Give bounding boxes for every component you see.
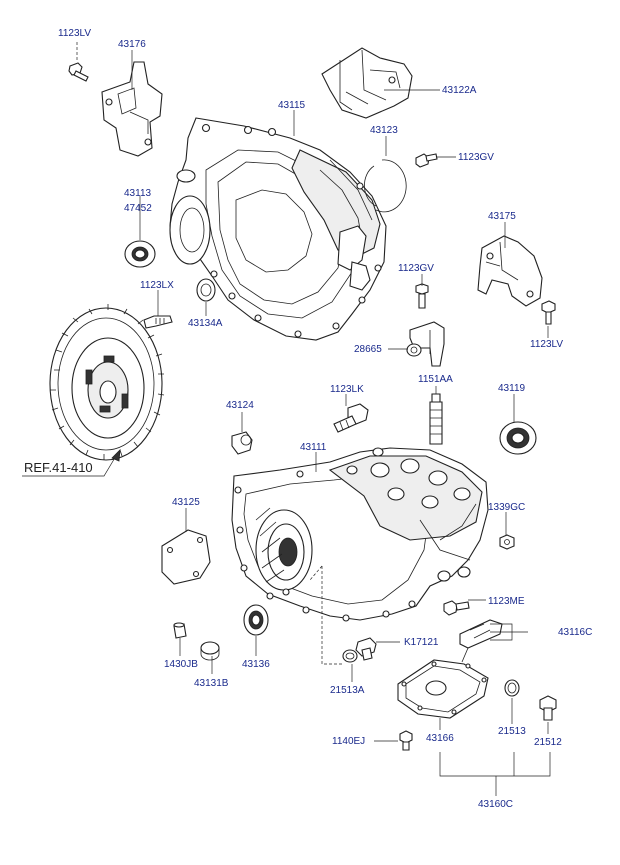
label-28665: 28665 [354, 344, 382, 355]
label-k17121: K17121 [404, 637, 439, 648]
label-1140ej: 1140EJ [332, 736, 365, 747]
sensor-43116c [459, 619, 503, 663]
label-47452: 47452 [124, 203, 152, 214]
oil-seal-43136 [243, 604, 269, 636]
bracket-28665 [406, 321, 445, 367]
label-43125: 43125 [172, 497, 200, 508]
bracket-43122a [321, 47, 413, 119]
label-43115: 43115 [278, 100, 306, 111]
label-43131b: 43131B [194, 678, 229, 689]
label-1123me: 1123ME [488, 596, 525, 607]
label-21512: 21512 [534, 737, 562, 748]
bolt-1123lv-right [541, 300, 556, 325]
gasket-21513 [504, 679, 520, 697]
pin-1430jb [173, 622, 187, 639]
bolt-1123gv-mid [415, 283, 429, 309]
drain-plug-21512 [539, 695, 557, 721]
clutch-disc [49, 304, 165, 461]
label-43166: 43166 [426, 733, 454, 744]
label-1339gc: 1339GC [488, 502, 525, 513]
retaining-ring-43123 [364, 159, 407, 213]
plug-43131b [200, 641, 220, 661]
label-43123: 43123 [370, 125, 398, 136]
oil-seal-47452 [124, 240, 156, 268]
label-1151aa: 1151AA [418, 374, 453, 385]
label-43119: 43119 [498, 383, 526, 394]
label-1123lx: 1123LX [140, 280, 174, 291]
label-1430jb: 1430JB [164, 659, 198, 670]
label-43124: 43124 [226, 400, 254, 411]
cover-plate-43125 [161, 529, 211, 585]
label-1123lk: 1123LK [330, 384, 364, 395]
reference-arrow [22, 448, 121, 477]
label-43176: 43176 [118, 39, 146, 50]
bolt-1123lk [333, 403, 369, 433]
oil-pan-43166 [397, 659, 489, 719]
bushing-43124 [231, 431, 253, 455]
label-43175: 43175 [488, 211, 516, 222]
label-43122a: 43122A [442, 85, 477, 96]
label-43160c: 43160C [478, 799, 513, 810]
oil-seal-43119 [499, 421, 537, 455]
bolt-1123me [443, 600, 470, 616]
label-1123gv-top: 1123GV [458, 152, 494, 163]
bolt-1140ej [399, 730, 413, 751]
bolt-1123lv-top [68, 62, 89, 82]
leader-lines [76, 42, 551, 796]
nut-1339gc [499, 534, 515, 550]
seal-ring-43134a [196, 278, 216, 302]
label-43136: 43136 [242, 659, 270, 670]
label-43113: 43113 [124, 188, 152, 199]
bolt-1123lx [143, 315, 173, 329]
label-1123gv-mid: 1123GV [398, 263, 434, 274]
transaxle-case-43111 [231, 447, 489, 622]
label-1123lv-right: 1123LV [530, 339, 563, 350]
plug-k17121 [355, 637, 377, 661]
bolt-1123gv-top [415, 153, 438, 168]
label-21513: 21513 [498, 726, 526, 737]
label-43116c: 43116C [558, 627, 592, 638]
label-21513a: 21513A [330, 685, 365, 696]
gasket-21513a [342, 649, 358, 663]
label-1123lv-top: 1123LV [58, 28, 91, 39]
bracket-43176 [101, 61, 163, 157]
bracket-43175 [477, 235, 543, 307]
reference-label: REF.41-410 [24, 460, 93, 475]
clutch-housing-43115 [169, 117, 387, 341]
label-43134a: 43134A [188, 318, 223, 329]
breather-1151aa [429, 393, 443, 445]
label-43111: 43111 [300, 442, 327, 453]
